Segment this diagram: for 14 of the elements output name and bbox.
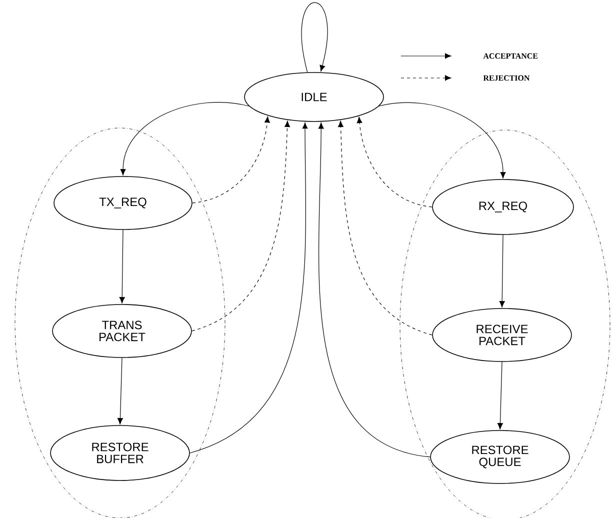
- arrow: [499, 234, 505, 308]
- arrow: [117, 358, 123, 424]
- group-ellipse: [14, 128, 226, 518]
- arrow: [318, 122, 430, 458]
- arrow: [356, 116, 432, 208]
- arrow: [190, 122, 308, 454]
- arrow: [497, 362, 503, 430]
- arrow: [192, 116, 270, 204]
- arrow: [120, 102, 250, 176]
- arrow: [119, 230, 125, 304]
- arrow: [378, 102, 506, 178]
- arrow: [192, 120, 290, 332]
- arrow: [338, 120, 432, 336]
- arrow: [301, 2, 328, 72]
